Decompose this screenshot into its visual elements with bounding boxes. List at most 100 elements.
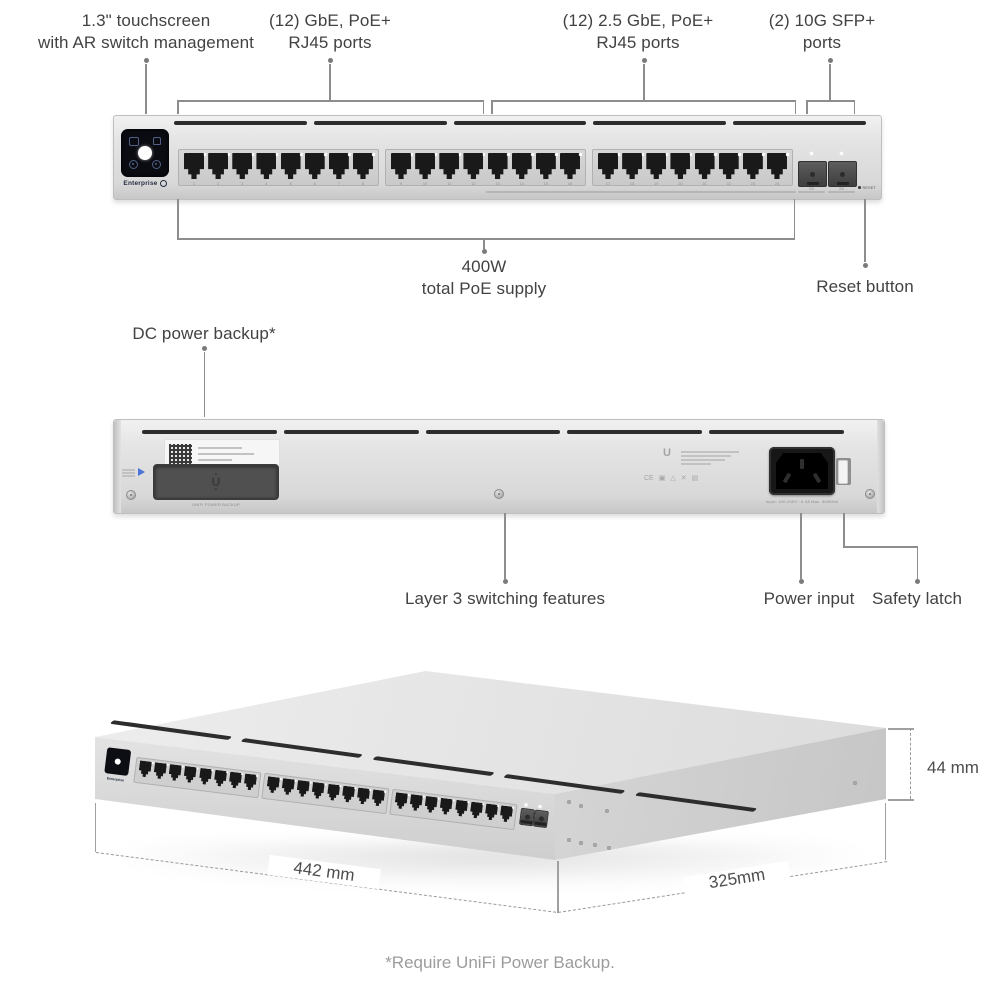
rj45-port [296,780,312,797]
port-group [261,772,390,815]
port-led [410,153,413,156]
footnote: *Require UniFi Power Backup. [385,953,615,972]
port-led [339,785,342,788]
port-led [348,153,351,156]
vent-slots [142,430,844,434]
callout-dot [202,346,207,351]
port-led [226,771,229,774]
latch-callout-line [843,513,845,547]
port-number-label: 17 [605,181,611,186]
callout-reset: Reset button [816,277,914,296]
bracket-25gbe [491,100,796,102]
port-led [203,153,206,156]
rj45-port [304,153,327,179]
port-led [151,761,154,764]
iso-sfp-module [532,809,549,829]
screw [579,804,583,808]
x-mark-icon: ✕ [680,475,687,482]
callout-safety-latch: Safety latch [871,589,963,608]
screw [567,800,571,804]
port-led [294,779,297,782]
dim-label-height: 44 mm [927,758,979,777]
bracket-sfp [806,100,855,102]
port-led [531,153,534,156]
port-number-label: 20 [678,181,683,186]
screw [605,809,609,813]
rj45-port [535,153,558,179]
ubiquiti-circle-icon [159,180,167,187]
ce-mark: CE [644,474,654,482]
sfp-module-26 [828,161,857,187]
port-number-label: 9 [399,181,403,186]
port-led [324,153,327,156]
port-led [497,804,500,808]
port-number-label: 24 [774,181,780,186]
rj45-port [341,786,357,803]
rj45-port [394,792,410,809]
sfp-module-25 [798,161,827,187]
port-led [482,153,486,156]
port-number-label: 16 [567,181,573,186]
port-led [279,777,282,780]
power-inlet-c14 [769,447,835,495]
port-led [482,803,485,806]
safety-latch [838,460,848,484]
port-led [738,153,741,156]
port-number-label: 15 [543,181,549,186]
port-led [458,153,462,156]
port-led [512,806,515,809]
25gbe-accent-bar [486,190,796,193]
port-led [434,153,438,156]
sfp-number-label: 25 [809,186,814,191]
rj45-port [415,153,438,179]
rj45-port [153,762,169,779]
port-led [211,769,214,772]
callout-power-input: Power input [763,589,855,608]
port-number-label: 12 [471,181,476,186]
rj45-port [232,153,255,179]
rj45-port [598,153,620,179]
rj45-port [168,764,184,781]
port-number-label: 18 [629,181,635,186]
port-number-label: 19 [654,181,659,186]
vent-slot [453,121,587,125]
port-number-label: 2 [217,181,220,186]
port-led [507,153,510,156]
bracket-gbe [177,100,484,102]
vent-slot [733,121,866,125]
vent-slot [425,430,561,434]
callout-gbe-ports: (12) GbE, PoE+ RJ45 ports [269,11,391,52]
rj45-port [138,760,154,777]
rj45-port [328,153,351,179]
rj45-port [463,153,486,179]
rj45-port [646,153,669,179]
port-number-label: 8 [361,181,365,186]
switch-rear-view: ▲U▼ UNIFI POWER BACKUP U CE▣△✕▤ Input: 1… [113,419,885,514]
port-number-label: 10 [422,181,428,186]
touchscreen-home-circle [138,146,152,160]
callout-touchscreen-line1: 1.3" touchscreen [81,11,211,30]
port-led [579,153,582,156]
port-led [181,765,184,768]
screw [579,841,583,845]
port-number-label: 6 [313,181,316,186]
callout-sfp-ports: (2) 10G SFP+ ports [768,11,876,52]
qr-code [169,444,192,467]
callout-dot [915,579,920,584]
vent-slot [567,430,703,434]
rj45-port [326,784,342,801]
rj45-port [184,153,206,179]
port-led [309,781,312,784]
callout-25gbe-ports: (12) 2.5 GbE, PoE+ RJ45 ports [562,11,714,52]
port-group [133,756,262,799]
ubiquiti-u-icon: U [663,447,671,459]
vent-slot [313,121,447,125]
rj45-port [243,773,259,790]
rj45-port [213,770,229,787]
port-number-label: 4 [265,181,268,186]
